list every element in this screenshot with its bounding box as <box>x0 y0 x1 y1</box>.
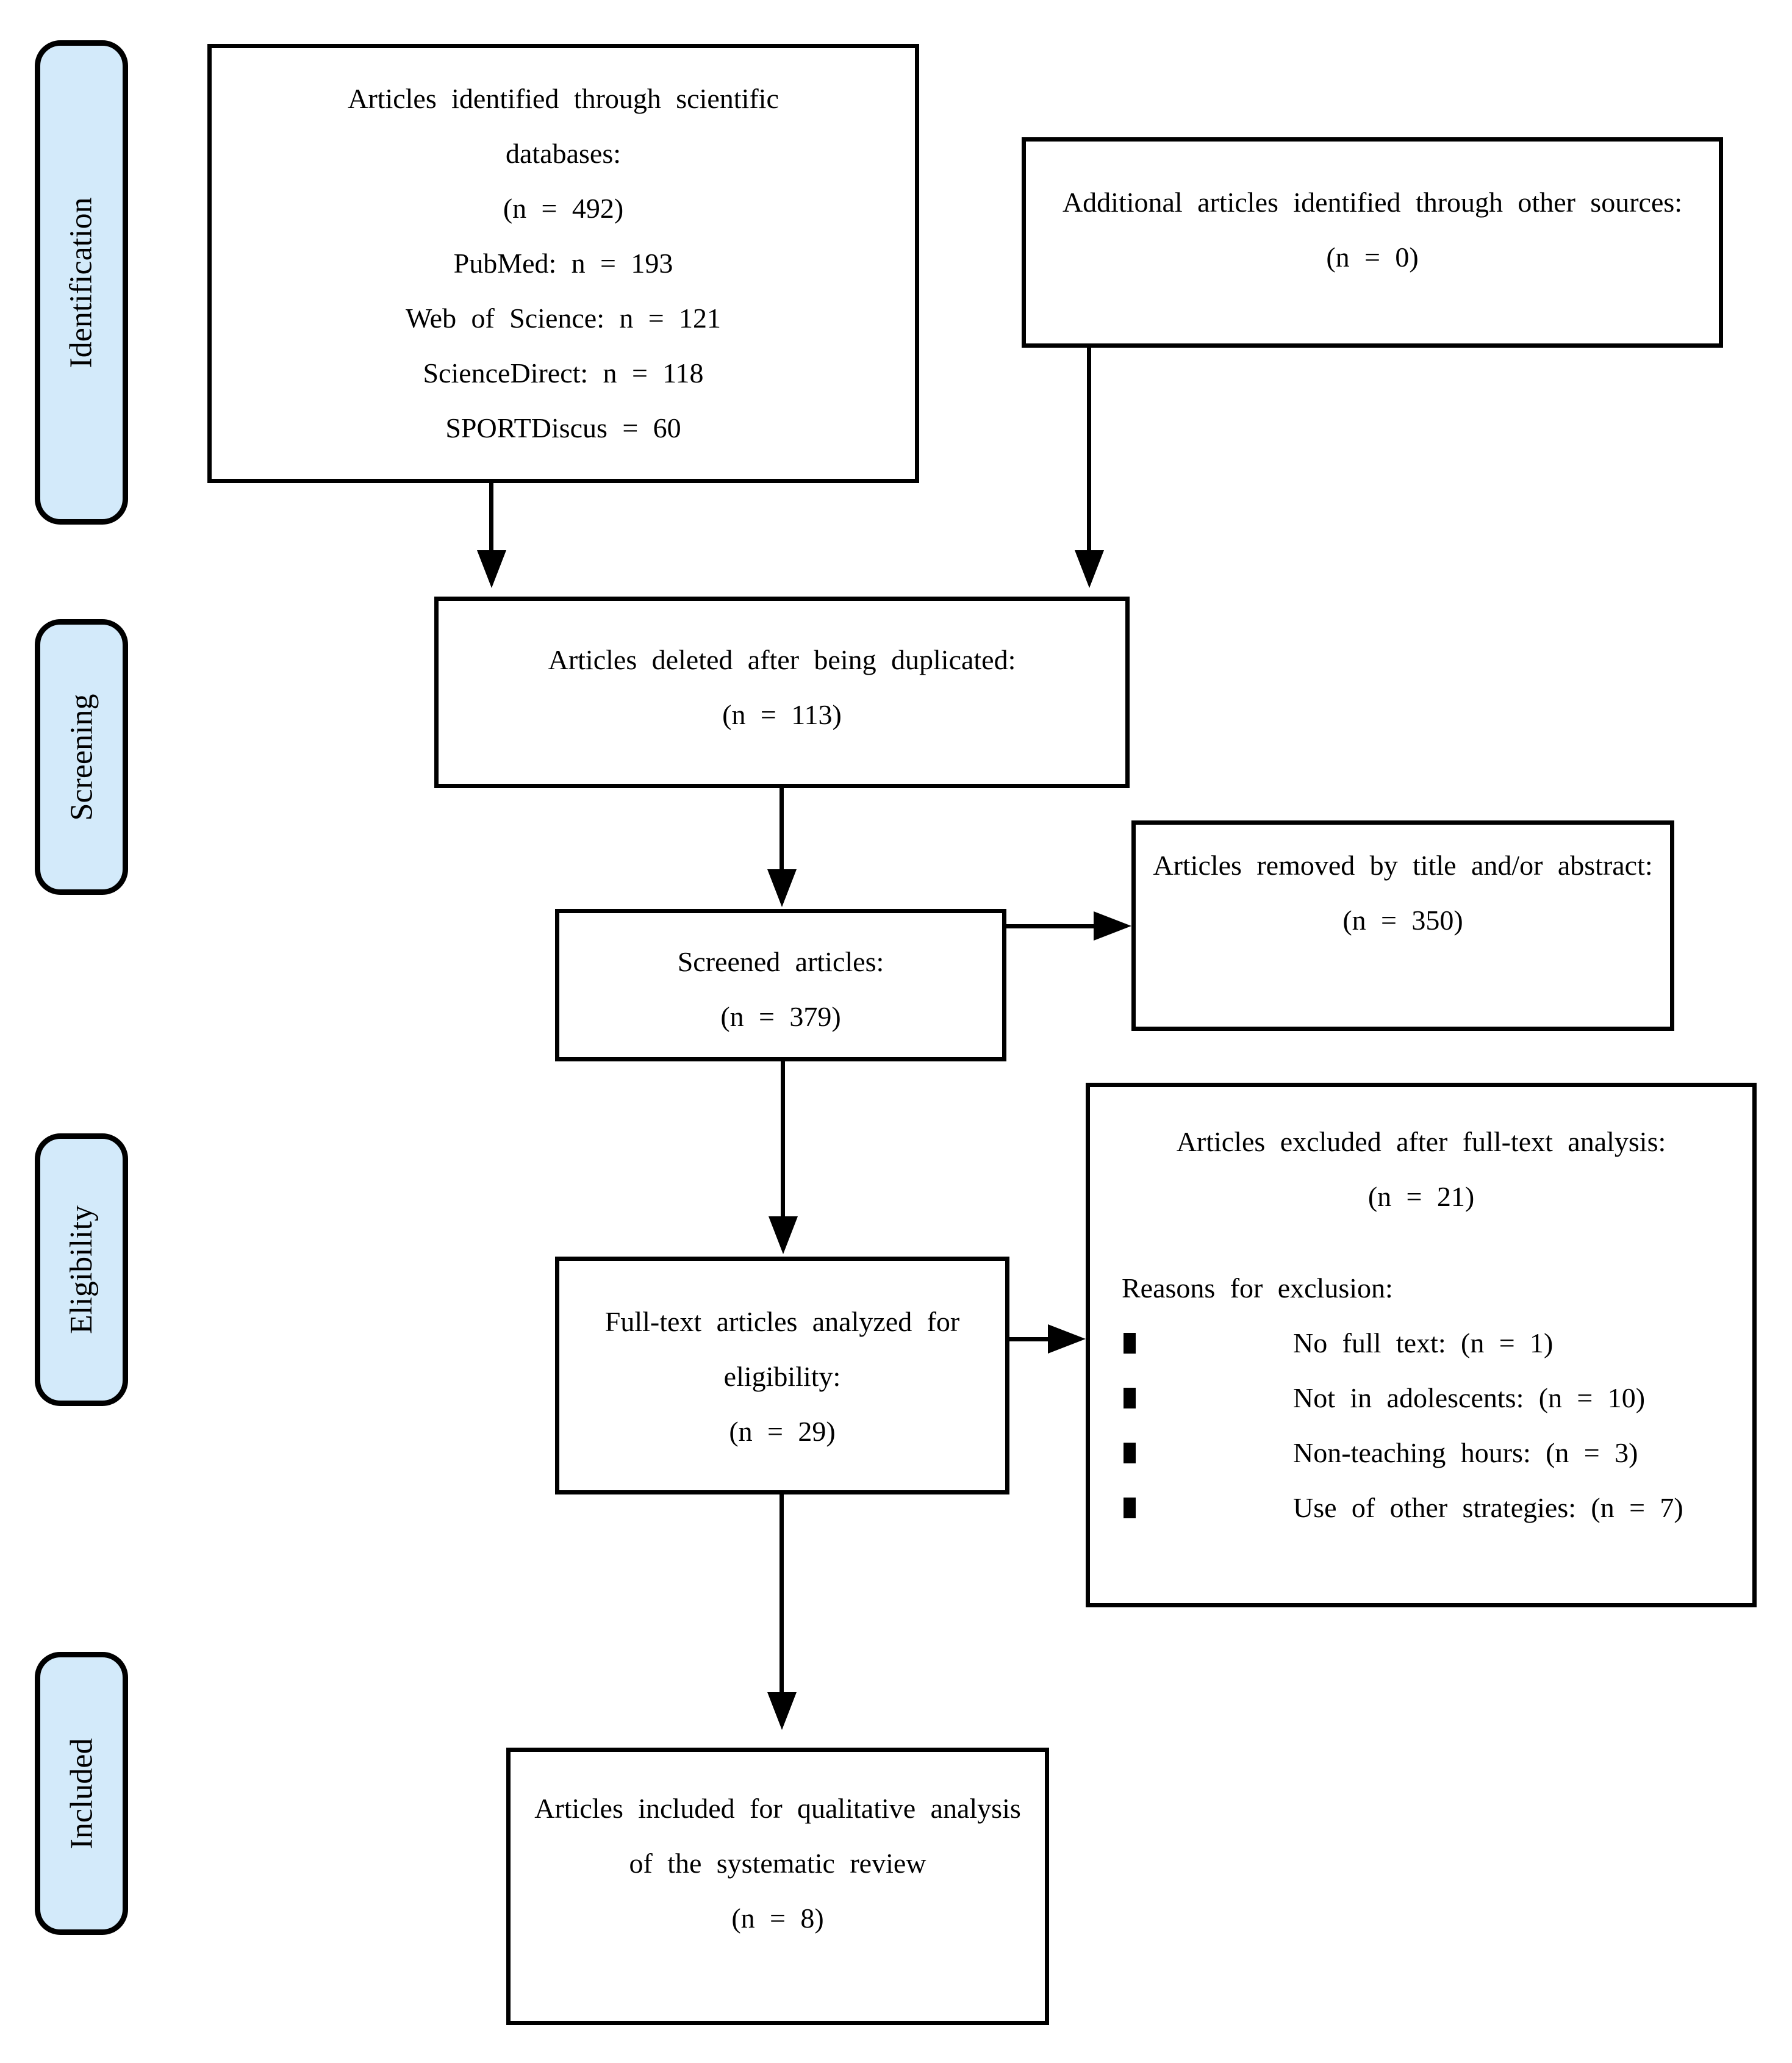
box-screened: Screened articles: (n = 379) <box>555 909 1006 1061</box>
box-identified-total: (n = 492) <box>503 193 624 224</box>
box-screened-title: Screened articles: <box>677 946 884 977</box>
bullet-square-icon <box>1124 1333 1136 1354</box>
arrow-line-duplicates-to-screened <box>780 788 784 870</box>
bullet-square-icon <box>1124 1388 1136 1408</box>
arrow-line-screened-to-fulltext <box>781 1061 785 1218</box>
box-excluded-fulltext: Articles excluded after full-text analys… <box>1086 1083 1757 1607</box>
stage-bar-identification: Identification <box>35 40 128 525</box>
stage-label-included: Included <box>64 1738 99 1849</box>
box-additional-sources: Additional articles identified through o… <box>1022 137 1723 348</box>
box-excluded-title: Articles excluded after full-text analys… <box>1176 1126 1666 1157</box>
exclusion-reason-not-adolescents: Not in adolescents: (n = 10) <box>1293 1382 1646 1413</box>
arrowhead-additional-to-duplicates <box>1075 550 1104 588</box>
box-included-title: Articles included for qualitative analys… <box>534 1793 1021 1879</box>
box-additional-title: Additional articles identified through o… <box>1062 187 1683 218</box>
stage-bar-eligibility: Eligibility <box>35 1133 128 1406</box>
box-additional-total: (n = 0) <box>1326 242 1419 273</box>
stage-bar-screening: Screening <box>35 619 128 895</box>
bullet-square-icon <box>1124 1498 1136 1518</box>
box-removed-total: (n = 350) <box>1342 905 1463 936</box>
box-identified-source-sciencedirect: ScienceDirect: n = 118 <box>423 357 704 389</box>
box-identified-title: Articles identified through scientific d… <box>348 83 779 169</box>
box-fulltext-total: (n = 29) <box>729 1416 836 1447</box>
exclusion-reason-item: Non-teaching hours: (n = 3) <box>1090 1426 1752 1480</box>
stage-label-identification: Identification <box>64 196 99 368</box>
box-excluded-reasons-heading: Reasons for exclusion: <box>1122 1272 1393 1304</box>
arrowhead-identified-to-duplicates <box>477 550 506 588</box>
box-identified-source-pubmed: PubMed: n = 193 <box>453 248 673 279</box>
box-fulltext-title: Full-text articles analyzed for eligibil… <box>604 1306 960 1392</box>
arrowhead-fulltext-to-excluded <box>1048 1324 1086 1354</box>
exclusion-reason-item: Use of other strategies: (n = 7) <box>1090 1480 1752 1535</box>
box-identified-source-sportdiscus: SPORTDiscus = 60 <box>445 412 681 443</box>
exclusion-reason-other-strategies: Use of other strategies: (n = 7) <box>1293 1492 1683 1523</box>
arrowhead-fulltext-to-included <box>767 1692 797 1730</box>
arrow-line-additional-to-duplicates <box>1087 348 1091 551</box>
exclusion-reason-no-fulltext: No full text: (n = 1) <box>1293 1327 1554 1358</box>
arrowhead-screened-to-removed <box>1094 911 1131 941</box>
spacer <box>1090 1224 1752 1261</box>
exclusion-reason-item: Not in adolescents: (n = 10) <box>1090 1371 1752 1426</box>
box-included-qualitative: Articles included for qualitative analys… <box>506 1748 1049 2025</box>
box-removed-title-abstract: Articles removed by title and/or abstrac… <box>1131 820 1674 1031</box>
arrow-line-screened-to-removed <box>1006 924 1095 928</box>
box-duplicates-title: Articles deleted after being duplicated: <box>548 644 1016 675</box>
arrow-line-fulltext-to-included <box>780 1494 784 1693</box>
arrowhead-duplicates-to-screened <box>767 869 797 907</box>
exclusion-reason-item: No full text: (n = 1) <box>1090 1316 1752 1371</box>
box-identified-source-wos: Web of Science: n = 121 <box>405 303 722 334</box>
box-included-total: (n = 8) <box>731 1903 824 1934</box>
arrow-line-fulltext-to-excluded <box>1009 1337 1049 1341</box>
stage-bar-included: Included <box>35 1652 128 1935</box>
arrow-line-identified-to-duplicates <box>489 483 493 551</box>
stage-label-eligibility: Eligibility <box>64 1205 99 1334</box>
box-duplicates-deleted: Articles deleted after being duplicated:… <box>434 597 1130 788</box>
box-fulltext-analyzed: Full-text articles analyzed for eligibil… <box>555 1257 1009 1494</box>
arrowhead-screened-to-fulltext <box>769 1216 798 1254</box>
box-identified-databases: Articles identified through scientific d… <box>207 44 919 483</box>
box-removed-title: Articles removed by title and/or abstrac… <box>1153 850 1653 881</box>
stage-label-screening: Screening <box>64 694 99 820</box>
box-screened-total: (n = 379) <box>720 1001 841 1032</box>
box-duplicates-total: (n = 113) <box>722 699 842 730</box>
bullet-square-icon <box>1124 1443 1136 1463</box>
box-excluded-total: (n = 21) <box>1367 1181 1475 1212</box>
exclusion-reason-non-teaching: Non-teaching hours: (n = 3) <box>1293 1437 1638 1468</box>
